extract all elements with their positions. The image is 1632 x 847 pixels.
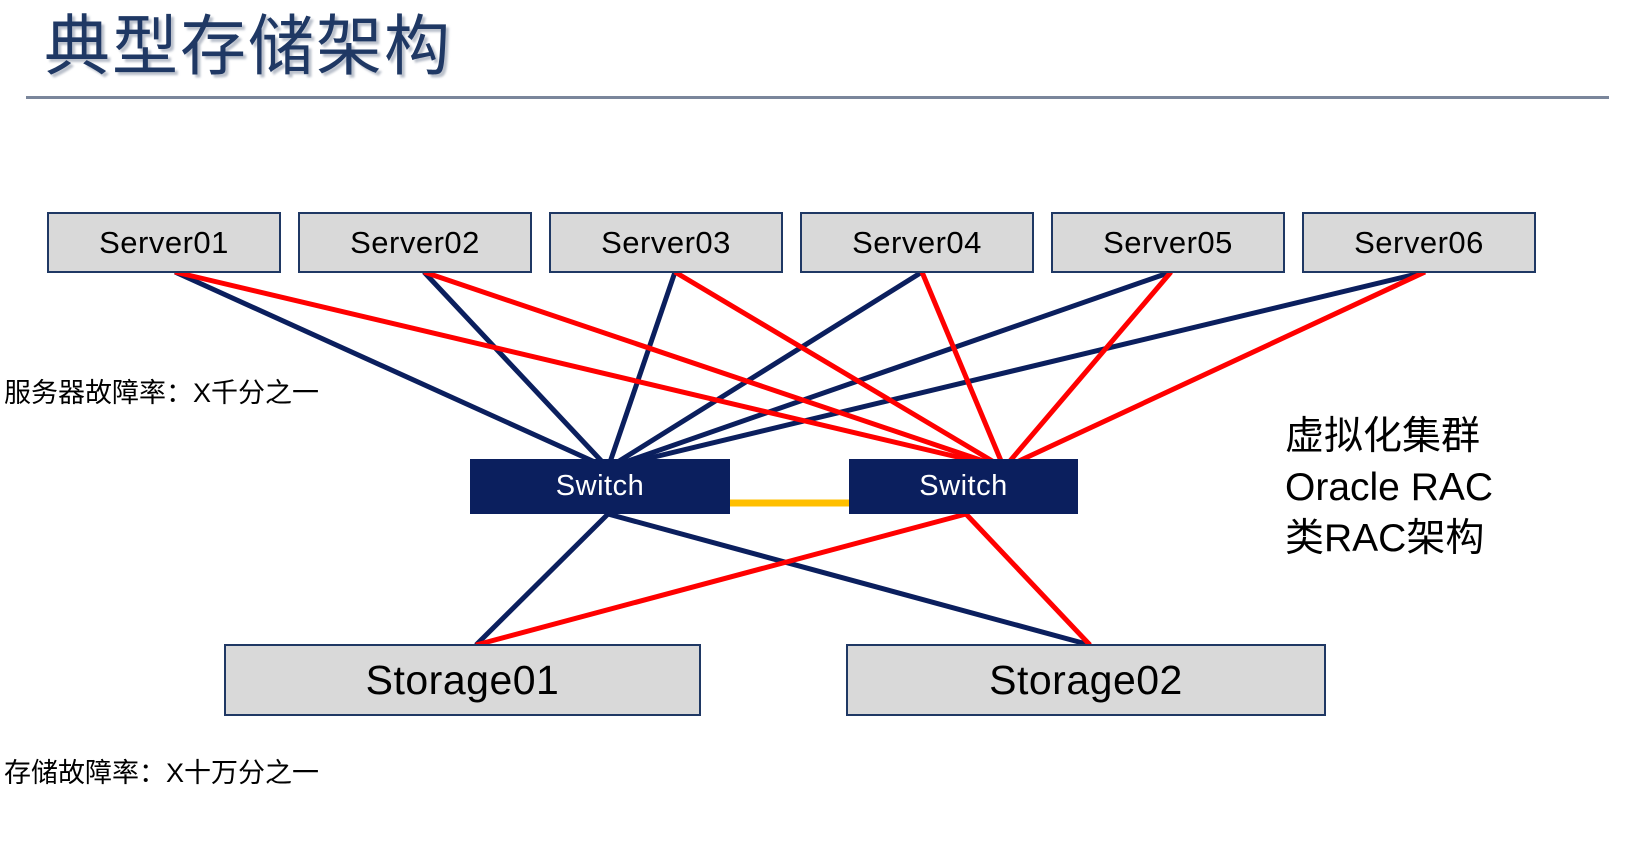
- node-server03[interactable]: Server03: [549, 212, 783, 273]
- cluster-note-line-3: 类RAC架构: [1285, 517, 1485, 560]
- node-label: Server06: [1354, 224, 1484, 260]
- node-storage02[interactable]: Storage02: [846, 644, 1326, 716]
- node-label: Server02: [350, 224, 480, 260]
- node-server01[interactable]: Server01: [47, 212, 281, 273]
- note-cluster-types: 虚拟化集群 Oracle RAC 类RAC架构: [1285, 411, 1493, 564]
- link-server05-switch01: [607, 269, 1172, 471]
- node-switch-02[interactable]: Switch: [849, 459, 1078, 514]
- node-label: Storage01: [365, 656, 560, 703]
- node-label: Switch: [919, 470, 1008, 502]
- node-server05[interactable]: Server05: [1051, 212, 1285, 273]
- node-server02[interactable]: Server02: [298, 212, 532, 273]
- node-label: Server01: [99, 224, 229, 260]
- node-storage01[interactable]: Storage01: [224, 644, 701, 716]
- link-server04-switch02: [919, 271, 1007, 469]
- link-switch01-storage01: [474, 512, 610, 647]
- note-storage-failure-rate: 存储故障率：X十万分之一: [4, 758, 320, 788]
- link-server02-switch01: [422, 270, 610, 470]
- link-server01-switch01: [173, 269, 610, 471]
- link-server01-switch02: [174, 269, 1005, 471]
- title-divider: [26, 96, 1609, 99]
- link-server05-switch02: [1002, 270, 1173, 470]
- link-switch02-storage01: [475, 511, 967, 648]
- link-server04-switch01: [606, 269, 924, 471]
- node-label: Server05: [1103, 224, 1233, 260]
- link-switch01-storage02: [607, 511, 1091, 648]
- links-to-switch-01: [173, 269, 1426, 471]
- node-label: Switch: [555, 470, 645, 502]
- note-server-failure-rate: 服务器故障率：X千分之一: [4, 378, 320, 408]
- node-label: Server04: [852, 224, 982, 260]
- cluster-note-line-1: 虚拟化集群: [1285, 415, 1481, 458]
- links-to-storage: [474, 511, 1092, 648]
- node-label: Storage02: [989, 656, 1183, 703]
- link-server03-switch01: [605, 271, 678, 469]
- node-server04[interactable]: Server04: [800, 212, 1034, 273]
- link-server06-switch01: [607, 269, 1426, 471]
- link-server02-switch02: [423, 269, 1005, 471]
- cluster-note-line-2: Oracle RAC: [1285, 466, 1494, 509]
- links-to-switch-02: [174, 269, 1427, 471]
- node-label: Server03: [601, 224, 731, 260]
- node-switch-01[interactable]: Switch: [470, 459, 730, 514]
- link-server06-switch02: [1002, 269, 1427, 471]
- link-switch02-storage02: [964, 512, 1092, 647]
- link-server03-switch02: [673, 269, 1006, 471]
- node-server06[interactable]: Server06: [1302, 212, 1536, 273]
- page-title: 典型存储架构: [44, 9, 452, 83]
